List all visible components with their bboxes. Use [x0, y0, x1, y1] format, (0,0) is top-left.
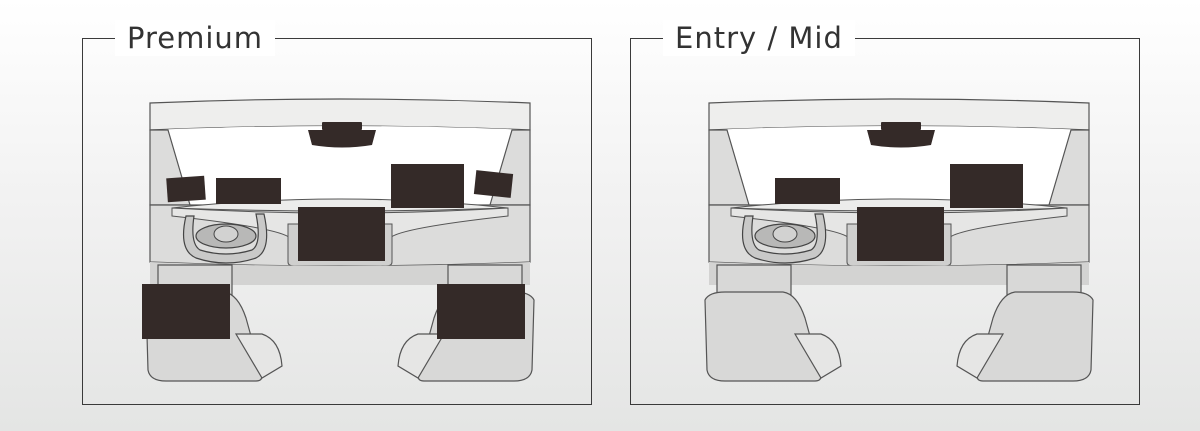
premium-passenger-display — [391, 164, 464, 208]
premium-title: Premium — [115, 20, 276, 56]
entry-center-display — [857, 207, 944, 261]
premium-panel: Premium — [82, 20, 592, 405]
premium-instrument-cluster-display — [216, 178, 281, 204]
premium-cabin — [142, 98, 535, 382]
premium-rear-left-display — [142, 284, 230, 339]
entry-instrument-cluster-display — [775, 178, 840, 204]
entry-cabin — [704, 98, 1094, 382]
premium-left-pillar-display — [166, 175, 206, 203]
premium-center-display — [298, 207, 385, 261]
premium-right-pillar-display — [473, 170, 514, 198]
premium-rear-right-display — [437, 284, 525, 339]
entry-passenger-display — [950, 164, 1023, 208]
entry-mid-title: Entry / Mid — [663, 20, 855, 56]
entry-mid-panel: Entry / Mid — [630, 20, 1140, 405]
